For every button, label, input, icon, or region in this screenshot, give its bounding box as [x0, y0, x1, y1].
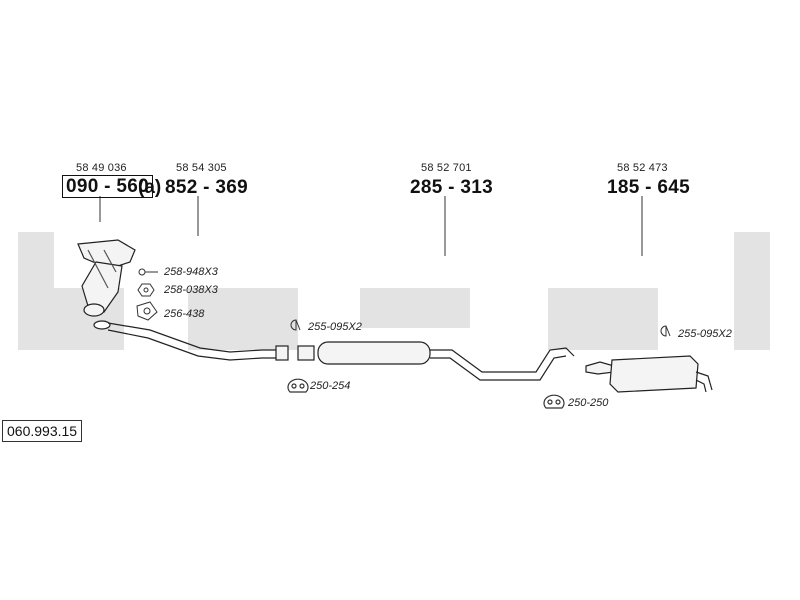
front-pipe-part — [93, 320, 289, 361]
nut-icon — [137, 283, 155, 297]
accessory-label[interactable]: 258-948X3 — [164, 266, 218, 278]
part-number[interactable]: 852 - 369 — [165, 177, 248, 198]
part-number-boxed: 090 - 560 — [62, 175, 153, 198]
oem-number: 58 49 036 — [76, 162, 127, 174]
rubber-hanger-icon — [287, 378, 309, 393]
gasket-icon — [136, 301, 158, 321]
oem-number: 58 52 473 — [617, 162, 668, 174]
accessory-label[interactable]: 250-254 — [310, 380, 351, 392]
part-number[interactable]: 185 - 645 — [607, 177, 690, 198]
clamp-icon — [660, 325, 671, 337]
part-number[interactable]: 285 - 313 — [410, 177, 493, 198]
manifold-catalyst-part — [77, 239, 136, 317]
rear-silencer-part — [585, 355, 713, 393]
accessory-label[interactable]: 250-250 — [568, 397, 609, 409]
clamp-icon — [290, 319, 301, 331]
oem-number: 58 54 305 — [176, 162, 227, 174]
part-number-suffix: (a) — [138, 177, 162, 198]
middle-silencer-part — [297, 341, 575, 381]
rubber-hanger-icon — [543, 394, 565, 409]
accessory-label[interactable]: 256-438 — [164, 308, 205, 320]
part-number[interactable]: 090 - 560 — [62, 175, 153, 198]
oem-number: 58 52 701 — [421, 162, 472, 174]
bolt-icon — [138, 268, 158, 276]
accessory-label[interactable]: 255-095X2 — [678, 328, 732, 340]
accessory-label[interactable]: 258-038X3 — [164, 284, 218, 296]
accessory-label[interactable]: 255-095X2 — [308, 321, 362, 333]
reference-number: 060.993.15 — [2, 420, 83, 442]
